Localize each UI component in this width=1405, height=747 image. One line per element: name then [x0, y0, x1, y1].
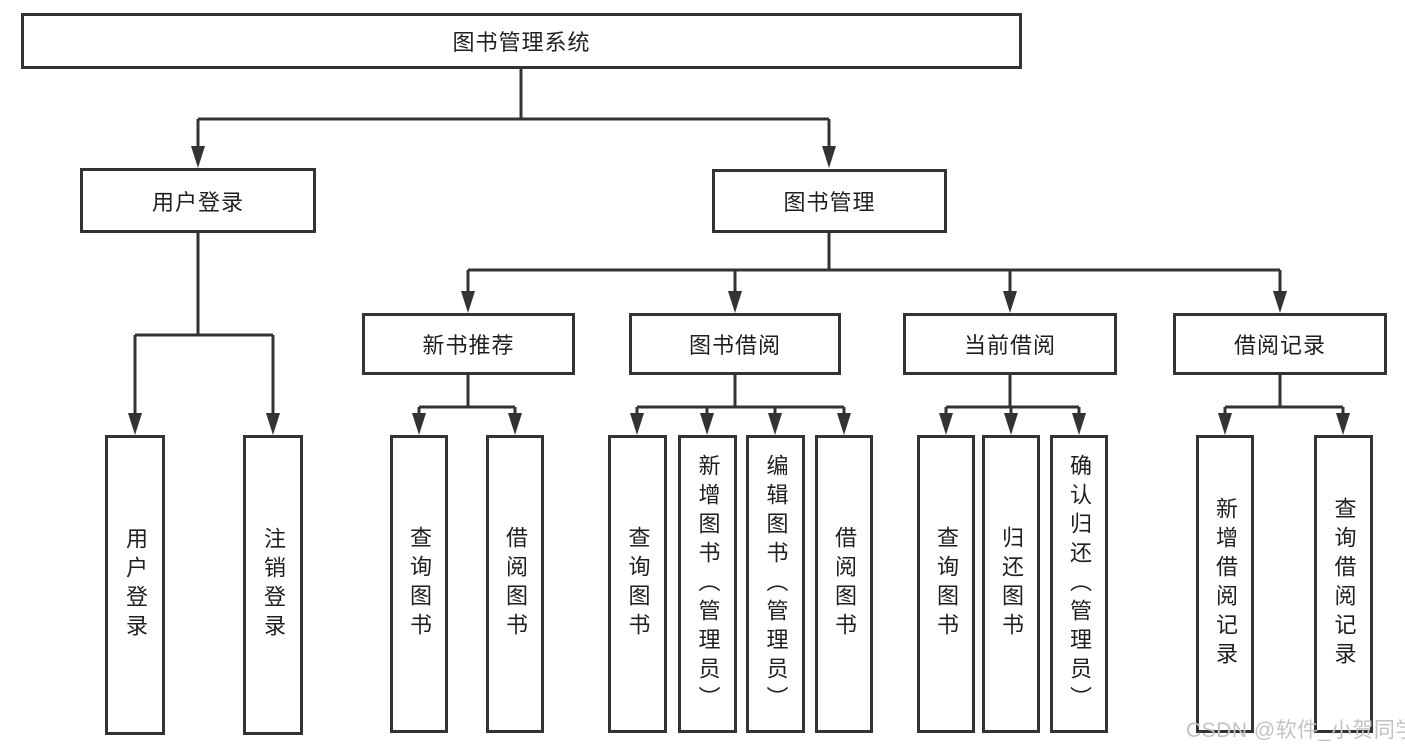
node-label: 注销登录 — [261, 527, 286, 643]
node-label: 编辑图书（管理员） — [763, 453, 789, 715]
node-new-book-recommend: 新书推荐 — [362, 313, 575, 375]
node-label: 新书推荐 — [422, 333, 515, 358]
node-label: 用户登录 — [151, 189, 244, 215]
leaf-return-book: 归还图书 — [982, 435, 1040, 733]
node-label: 借阅图书 — [832, 526, 857, 642]
csdn-watermark: CSDN @软件_小贺同学 — [1186, 719, 1405, 742]
leaf-logout: 注销登录 — [243, 435, 303, 735]
leaf-add-borrow-record: 新增借阅记录 — [1196, 435, 1254, 733]
leaf-query-books-current: 查询图书 — [917, 435, 975, 733]
node-label: 查询图书 — [407, 526, 432, 642]
leaf-borrow-books: 借阅图书 — [815, 435, 873, 733]
node-library-management-system: 图书管理系统 — [21, 13, 1022, 69]
node-user-login: 用户登录 — [80, 168, 316, 233]
node-label: 查询借阅记录 — [1331, 497, 1357, 671]
node-label: 查询图书 — [934, 526, 959, 642]
node-label: 图书管理 — [783, 190, 876, 215]
leaf-add-book-admin: 新增图书（管理员） — [678, 435, 737, 733]
node-label: 借阅图书 — [503, 526, 528, 642]
node-borrow-records: 借阅记录 — [1173, 313, 1387, 375]
arrowheads — [128, 146, 1350, 435]
node-current-borrow: 当前借阅 — [903, 313, 1117, 375]
node-label: 新增借阅记录 — [1213, 497, 1238, 671]
node-label: 借阅记录 — [1233, 333, 1326, 358]
leaf-confirm-return-admin: 确认归还（管理员） — [1050, 435, 1108, 733]
node-label: 图书借阅 — [688, 333, 781, 358]
leaf-query-books-recommend: 查询图书 — [390, 435, 448, 733]
node-book-borrow: 图书借阅 — [629, 313, 841, 375]
leaf-borrow-books-recommend: 借阅图书 — [486, 435, 544, 733]
node-label: 当前借阅 — [963, 333, 1056, 358]
node-label: 查询图书 — [625, 526, 651, 642]
leaf-query-borrow-record: 查询借阅记录 — [1314, 435, 1373, 733]
leaf-query-books-borrow: 查询图书 — [608, 435, 667, 733]
node-label: 新增图书（管理员） — [695, 453, 721, 715]
node-book-management: 图书管理 — [712, 169, 947, 233]
leaf-user-login: 用户登录 — [105, 435, 165, 735]
node-label: 归还图书 — [999, 526, 1024, 642]
node-label: 图书管理系统 — [452, 30, 591, 55]
leaf-edit-book-admin: 编辑图书（管理员） — [746, 435, 805, 733]
node-label: 用户登录 — [123, 527, 148, 643]
node-label: 确认归还（管理员） — [1067, 453, 1092, 715]
